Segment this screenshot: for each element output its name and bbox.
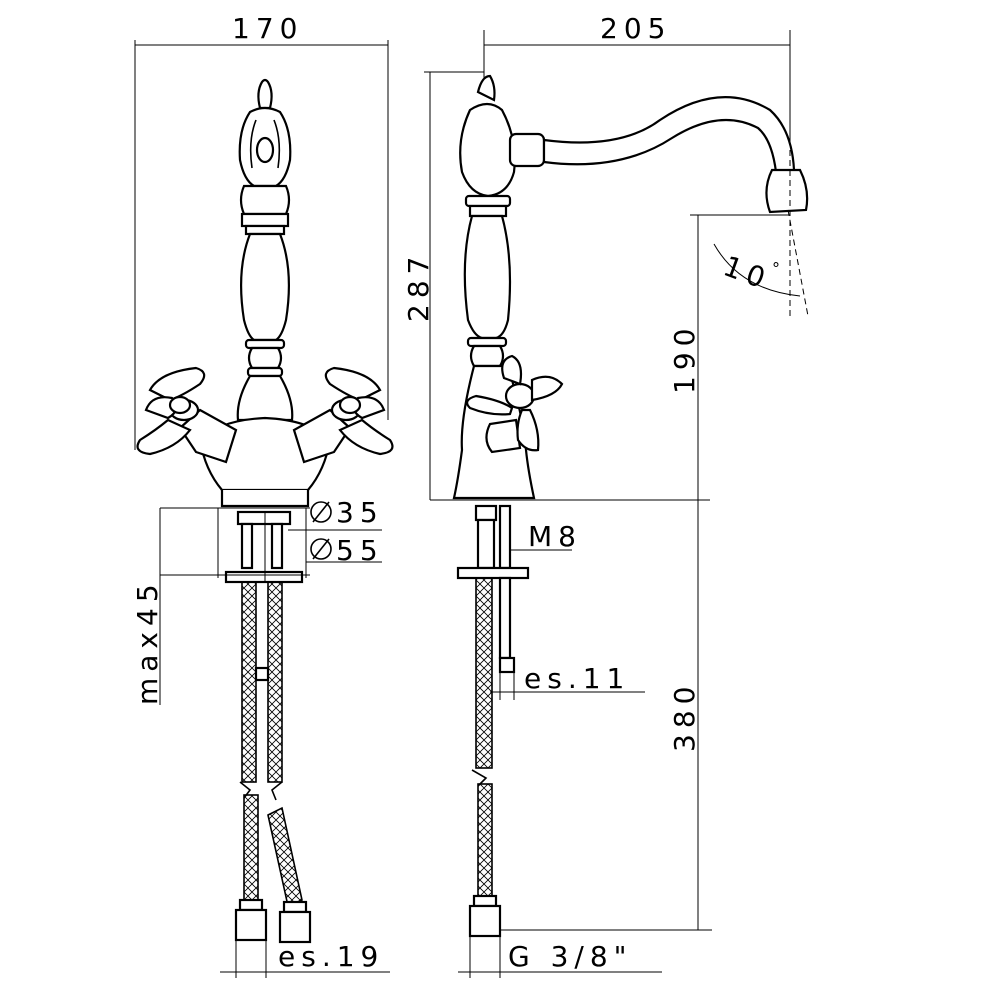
side-hoses xyxy=(468,576,516,938)
diameter-icon xyxy=(310,538,332,560)
dimension-angle: 10 ° xyxy=(713,243,801,297)
label-thread-m8: M8 xyxy=(528,520,582,553)
dimension-hose-length: 380 xyxy=(500,500,712,931)
label-connection-g38: G 3/8" xyxy=(508,940,633,973)
label-es19: es.19 xyxy=(278,940,384,973)
dimension-max-thickness: max45 xyxy=(131,508,164,705)
label-es11: es.11 xyxy=(524,662,630,695)
dimension-205: 205 xyxy=(600,12,671,45)
label-degree: ° xyxy=(772,259,786,278)
dimension-height-total: 287 xyxy=(402,71,484,500)
front-handle-right xyxy=(292,366,394,464)
front-mounting xyxy=(217,508,307,584)
dimension-190: 190 xyxy=(668,323,701,394)
dimension-height-spout: 190 xyxy=(668,214,790,500)
dimension-diameter-35: 35 xyxy=(336,496,384,529)
dimension-width-side: 205 xyxy=(483,12,791,150)
front-hoses xyxy=(234,581,312,944)
front-view: 170 xyxy=(131,12,394,978)
dimension-max45: max45 xyxy=(131,578,164,705)
dimension-380: 380 xyxy=(668,681,701,752)
dimension-connection: G 3/8" xyxy=(458,936,662,978)
side-handle xyxy=(466,354,564,454)
side-view: 205 287 10 xyxy=(402,12,809,978)
dimension-es11: es.11 xyxy=(490,660,645,700)
dimension-width-front: 170 xyxy=(134,12,389,450)
dimension-287: 287 xyxy=(402,251,435,322)
side-mounting: M8 xyxy=(430,499,710,580)
dimension-diameter-55: 55 xyxy=(336,534,384,567)
front-lever xyxy=(238,78,292,188)
side-spout xyxy=(508,96,809,317)
front-handle-left xyxy=(136,366,238,464)
label-angle-10: 10 xyxy=(719,249,775,296)
diameter-dimensions: 35 55 xyxy=(160,496,384,576)
front-body xyxy=(198,184,332,508)
dimension-170: 170 xyxy=(232,12,303,45)
dimension-es19: es.19 xyxy=(220,940,390,978)
diameter-icon xyxy=(310,501,332,523)
